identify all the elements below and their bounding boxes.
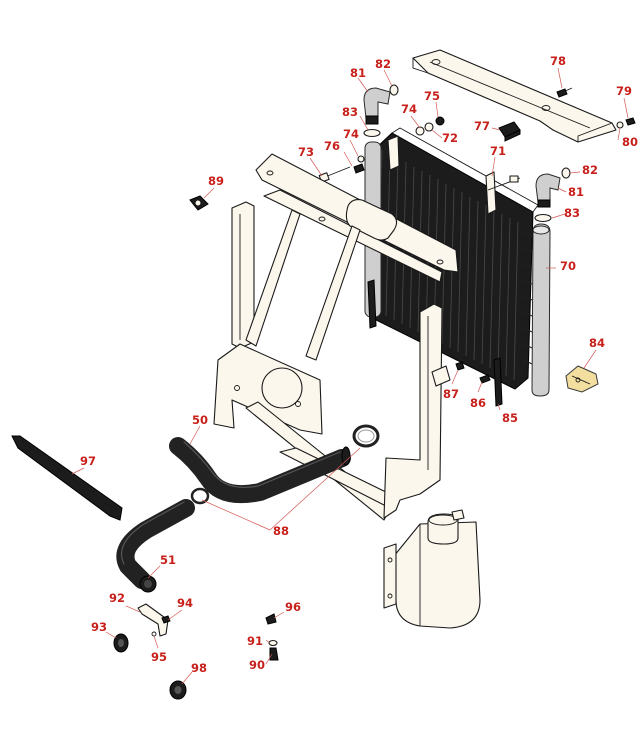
- callout-74-lower: 74: [343, 127, 359, 141]
- part-88-hose-clamp-lower: [190, 487, 210, 505]
- part-92-94-95-bracket: [137, 603, 171, 637]
- callout-80: 80: [622, 135, 638, 149]
- callout-82-upper: 82: [375, 57, 391, 71]
- callout-79: 79: [616, 84, 632, 98]
- part-72-75-fitting-hardware: [353, 116, 445, 174]
- callout-70: 70: [560, 259, 576, 273]
- callout-83-upper: 83: [342, 105, 358, 119]
- callout-89: 89: [208, 174, 224, 188]
- callout-76: 76: [324, 139, 340, 153]
- callout-90: 90: [249, 658, 265, 672]
- callout-87: 87: [443, 387, 459, 401]
- part-81-elbow-fitting-upper: [363, 84, 399, 138]
- part-89-clip: [189, 195, 209, 211]
- callout-50: 50: [192, 413, 208, 427]
- part-98-grommet: [169, 680, 187, 700]
- callout-78: 78: [550, 54, 566, 68]
- callout-77: 77: [474, 119, 490, 133]
- part-71-bolt: [487, 175, 521, 191]
- part-84-bracket: [565, 365, 599, 393]
- part-85-86-87-hardware: [367, 279, 503, 407]
- callout-82-lower: 82: [582, 163, 598, 177]
- part-71-radiator-bracket: [387, 135, 497, 215]
- callout-88: 88: [273, 524, 289, 538]
- part-90-91-bolt-washer: [268, 639, 279, 661]
- coolant-reservoir: [383, 509, 481, 629]
- callout-85: 85: [502, 411, 518, 425]
- callout-83-lower: 83: [564, 206, 580, 220]
- part-96-clip: [265, 613, 277, 625]
- part-76-bolt: [318, 166, 351, 183]
- part-50-upper-hose: [169, 437, 351, 504]
- callout-81-lower: 81: [568, 185, 584, 199]
- callout-84: 84: [589, 336, 605, 350]
- part-51-lower-hose: [116, 499, 195, 593]
- callout-98: 98: [191, 661, 207, 675]
- callout-74-upper: 74: [401, 102, 417, 116]
- leader-lines: [71, 67, 629, 685]
- part-97-seal-strip: [11, 435, 123, 521]
- callout-51: 51: [160, 553, 176, 567]
- part-78-bolt: [556, 87, 573, 98]
- callout-86: 86: [470, 396, 486, 410]
- callout-73: 73: [298, 145, 314, 159]
- part-93-grommet: [113, 633, 129, 653]
- callout-97: 97: [80, 454, 96, 468]
- callout-94: 94: [177, 596, 193, 610]
- callout-71: 71: [490, 144, 506, 158]
- part-88-hose-clamp-upper: [352, 424, 380, 448]
- part-79-80-nut-washer: [616, 117, 636, 129]
- callout-95: 95: [151, 650, 167, 664]
- part-78-top-bracket: [412, 49, 617, 143]
- part-81-elbow-fitting-lower: [534, 167, 571, 223]
- callout-96: 96: [285, 600, 301, 614]
- callout-91: 91: [247, 634, 263, 648]
- callout-81-upper: 81: [350, 66, 366, 80]
- callout-labels: 50 51 70 71 72 73 74 75 74 76 77 78 79 8…: [80, 54, 638, 675]
- callout-72: 72: [442, 131, 458, 145]
- part-77-rubber-mount: [498, 121, 521, 142]
- callout-75: 75: [424, 89, 440, 103]
- callout-92: 92: [109, 591, 125, 605]
- callout-93: 93: [91, 620, 107, 634]
